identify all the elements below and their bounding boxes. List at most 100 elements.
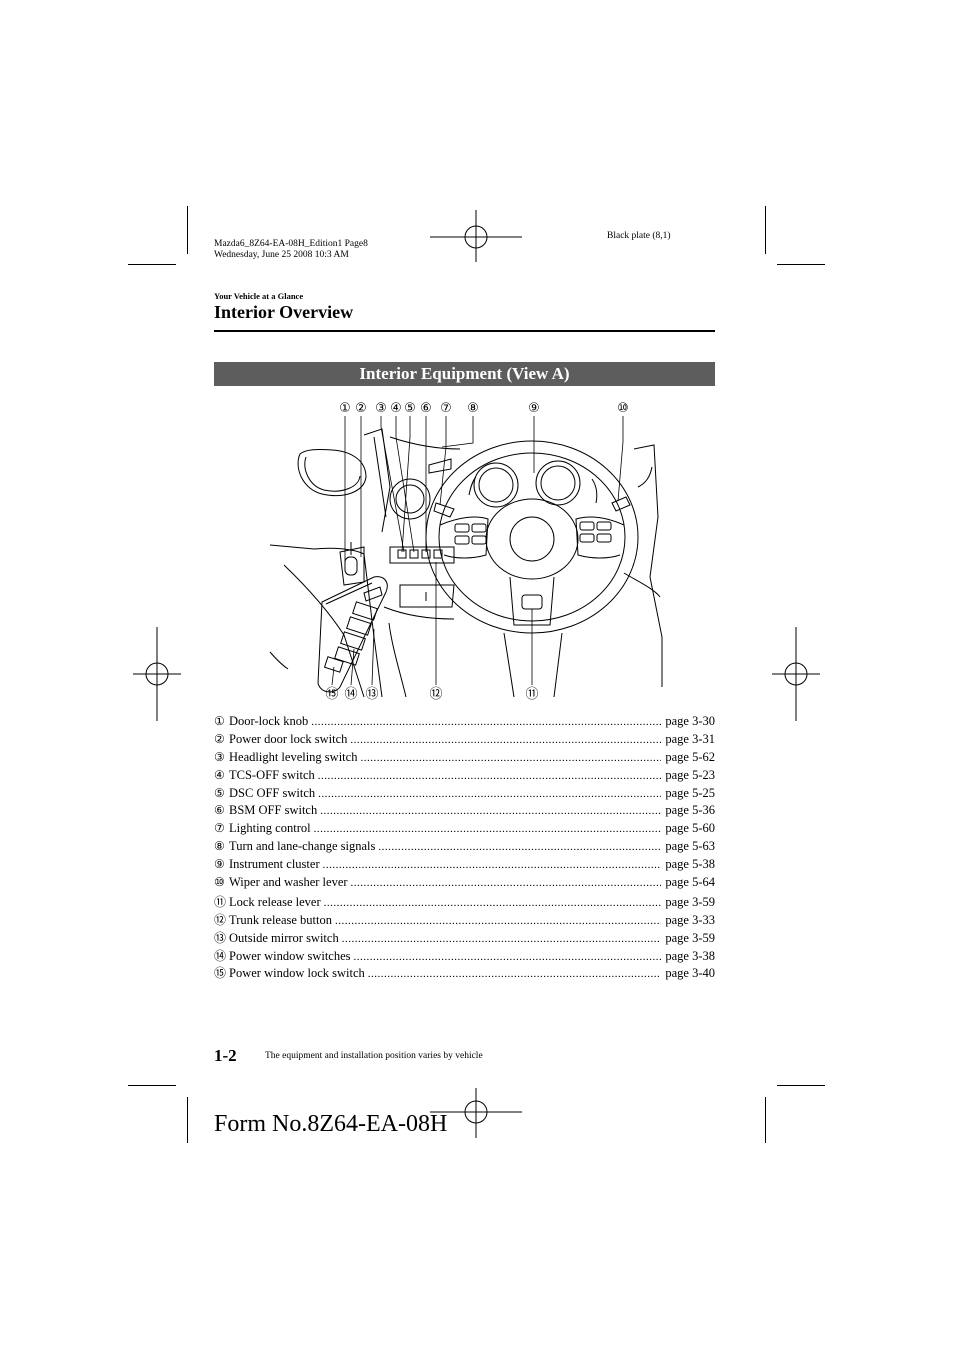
dot-leader — [342, 933, 662, 945]
item-number: ① — [214, 714, 225, 728]
item-label: DSC OFF switch — [229, 785, 316, 800]
item-label: Power window lock switch — [229, 966, 365, 981]
item-label: Lock release lever — [229, 894, 321, 909]
gauge-left — [473, 462, 519, 508]
callout-8: ⑧ — [467, 401, 479, 416]
callout-14: ⑭ — [344, 687, 357, 702]
item-page: page 5-23 — [665, 767, 715, 782]
item-number: ⑦ — [214, 821, 225, 836]
item-page: page 5-64 — [665, 875, 715, 890]
dot-leader — [368, 968, 662, 980]
dot-leader — [360, 752, 661, 764]
item-label: Outside mirror switch — [229, 930, 339, 945]
gauge-right — [535, 460, 581, 506]
dot-leader — [314, 823, 662, 835]
item-number: ⑪ — [214, 894, 227, 909]
item-page: page 3-40 — [665, 966, 715, 981]
item-page: page 3-31 — [665, 731, 715, 746]
item-number: ③ — [214, 749, 225, 764]
item-page: page 3-33 — [665, 912, 715, 927]
item-page: page 5-60 — [665, 821, 715, 836]
item-label: Lighting control — [229, 821, 311, 836]
item-label: Turn and lane-change signals — [229, 839, 376, 854]
list-item: ④ TCS-OFF switch page 5-23 — [214, 768, 715, 786]
print-metadata-line1: Mazda6_8Z64-EA-08H_Edition1 Page8 — [214, 239, 368, 249]
item-number: ⑧ — [214, 839, 225, 854]
list-item: ⑨ Instrument cluster page 5-38 — [214, 857, 715, 875]
dot-leader — [318, 770, 662, 782]
dot-leader — [351, 877, 662, 889]
item-number: ⑬ — [214, 930, 227, 945]
dot-leader — [378, 841, 661, 853]
item-page: page 3-59 — [665, 930, 715, 945]
item-label: Headlight leveling switch — [229, 749, 358, 764]
breadcrumb: Your Vehicle at a Glance — [214, 291, 304, 301]
item-number: ⑨ — [214, 857, 225, 872]
item-page: page 5-63 — [665, 839, 715, 854]
callout-10: ⑩ — [617, 401, 629, 416]
dot-leader — [354, 951, 662, 963]
item-page: page 5-62 — [665, 749, 715, 764]
print-metadata: Mazda6_8Z64-EA-08H_Edition1 Page8 Wednes… — [214, 239, 368, 261]
callout-1: ① — [339, 401, 351, 416]
item-number: ⑩ — [214, 875, 225, 890]
item-number: ⑮ — [214, 966, 227, 981]
dot-leader — [324, 897, 662, 909]
callout-11: ⑪ — [525, 687, 538, 702]
item-page: page 5-36 — [665, 803, 715, 818]
plate-label: Black plate (8,1) — [607, 231, 671, 241]
dot-leader — [320, 805, 661, 817]
list-item: ⑩ Wiper and washer lever page 5-64 — [214, 875, 715, 893]
item-page: page 5-25 — [665, 785, 715, 800]
callout-4: ④ — [390, 401, 402, 416]
list-item: ③ Headlight leveling switch page 5-62 — [214, 750, 715, 768]
item-number: ⑤ — [214, 785, 225, 800]
item-page: page 3-30 — [665, 714, 715, 728]
list-item: ⑦ Lighting control page 5-60 — [214, 821, 715, 839]
list-item: ① Door-lock knob page 3-30 — [214, 714, 715, 732]
item-number: ④ — [214, 767, 225, 782]
list-item: ⑤ DSC OFF switch page 5-25 — [214, 786, 715, 804]
steering-wheel — [425, 440, 639, 634]
dot-leader — [335, 915, 661, 927]
steering-hub — [485, 498, 579, 580]
dot-leader — [311, 716, 661, 728]
item-label: BSM OFF switch — [229, 803, 318, 818]
item-number: ⑫ — [214, 912, 227, 927]
interior-illustration: ① ② ③ ④ ⑤ ⑥ ⑦ ⑧ ⑨ ⑩ ⑮ ⑭ ⑬ ⑫ ⑪ — [269, 401, 663, 702]
item-label: Wiper and washer lever — [229, 875, 348, 890]
callout-2: ② — [355, 401, 367, 416]
item-label: Power door lock switch — [229, 731, 348, 746]
side-mirror — [297, 449, 367, 497]
item-page: page 3-38 — [665, 948, 715, 963]
callout-15: ⑮ — [325, 687, 338, 702]
dot-leader — [350, 734, 661, 746]
page-title: Interior Overview — [214, 302, 354, 322]
print-metadata-line2: Wednesday, June 25 2008 10:3 AM — [214, 250, 349, 260]
item-label: Instrument cluster — [229, 857, 320, 872]
dot-leader — [318, 788, 661, 800]
callout-3: ③ — [375, 401, 387, 416]
callout-7: ⑦ — [440, 401, 452, 416]
callout-5: ⑤ — [404, 401, 416, 416]
section-banner: Interior Equipment (View A) — [214, 362, 715, 386]
item-page: page 3-59 — [665, 894, 715, 909]
title-rule — [214, 330, 715, 332]
item-page: page 5-38 — [665, 857, 715, 872]
form-number: Form No.8Z64-EA-08H — [214, 1111, 448, 1137]
item-label: Trunk release button — [229, 912, 332, 927]
list-item: ⑧ Turn and lane-change signals page 5-63 — [214, 839, 715, 857]
item-label: TCS-OFF switch — [229, 767, 315, 782]
callout-12: ⑫ — [429, 687, 442, 702]
item-number: ⑭ — [214, 948, 227, 963]
item-label: Power window switches — [229, 948, 351, 963]
item-label: Door-lock knob — [229, 714, 309, 728]
